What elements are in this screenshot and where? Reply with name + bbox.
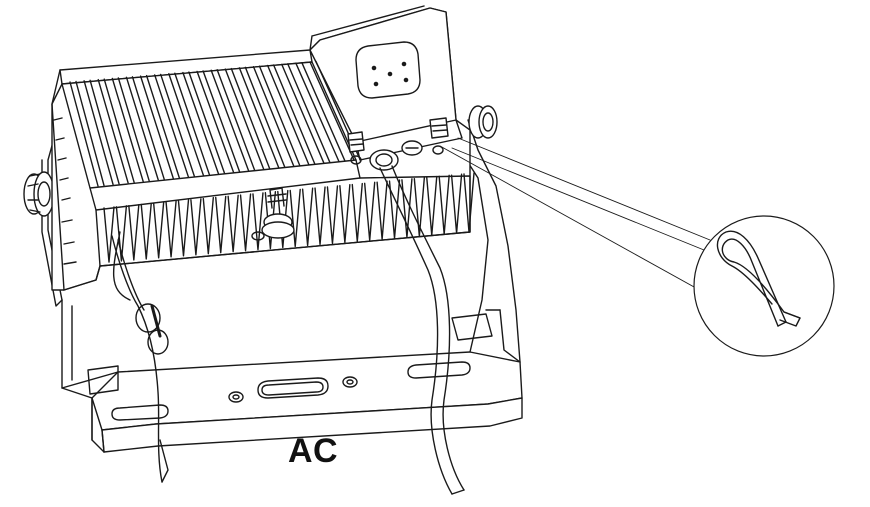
heatsink-fin	[70, 82, 104, 187]
heatsink-fin	[183, 72, 225, 174]
lower-fin	[253, 193, 263, 250]
box-latches	[348, 118, 448, 152]
lower-fin	[327, 186, 337, 243]
lower-fin	[439, 175, 449, 234]
lower-fin	[129, 205, 139, 260]
lower-fin	[290, 189, 300, 246]
cable-gland	[351, 141, 443, 170]
lower-fin	[340, 185, 350, 243]
heatsink-fin	[126, 77, 164, 180]
lower-fin	[178, 200, 188, 256]
lower-fin	[154, 202, 164, 258]
right-adjust-knob	[469, 106, 497, 138]
lower-fin	[116, 206, 126, 261]
heatsink-fin	[239, 67, 284, 167]
heatsink-fin	[112, 78, 149, 181]
r-clip-detail-callout	[694, 216, 834, 356]
lower-fin	[352, 184, 362, 242]
lower-fin	[303, 188, 313, 245]
driver-box-pad	[356, 42, 420, 98]
lower-fin	[278, 191, 288, 248]
lower-fin	[265, 192, 275, 249]
heatsink-fin	[282, 64, 330, 163]
ac-power-cable	[380, 166, 464, 494]
lower-fin	[141, 203, 151, 258]
lower-fin	[216, 196, 226, 252]
lower-fin	[228, 195, 238, 251]
lower-fin	[365, 182, 375, 240]
lower-fin	[402, 179, 412, 237]
heatsink-fin	[254, 66, 300, 166]
top-heatsink-fins	[70, 62, 360, 187]
heatsink-fin	[84, 80, 119, 184]
lower-fin	[166, 201, 176, 257]
heatsink-fin	[169, 73, 210, 175]
heatsink-fin	[211, 70, 254, 171]
heatsink-fin	[296, 63, 345, 162]
heatsink-fin	[155, 74, 195, 176]
figure-label-ac: AC	[288, 432, 339, 470]
lower-fin	[315, 187, 325, 244]
heatsink-fin	[225, 69, 269, 170]
lower-fin	[241, 194, 251, 251]
lower-fin	[414, 178, 424, 236]
heatsink-fin	[98, 79, 134, 183]
lower-fin	[390, 180, 400, 238]
heatsink-fin	[268, 65, 315, 165]
lower-fin	[377, 181, 387, 239]
lower-heatsink-fins	[104, 173, 474, 262]
safety-wire	[112, 232, 168, 482]
lower-fin	[452, 174, 462, 233]
left-adjust-knob	[24, 172, 54, 216]
lower-fin	[191, 199, 201, 255]
lower-fin	[104, 207, 114, 262]
lower-fin	[427, 177, 437, 236]
lower-fin	[203, 198, 213, 254]
heatsink-fin	[141, 76, 180, 179]
lower-fin	[464, 173, 474, 232]
breather-valve	[252, 188, 294, 240]
heatsink-fin	[197, 71, 239, 172]
